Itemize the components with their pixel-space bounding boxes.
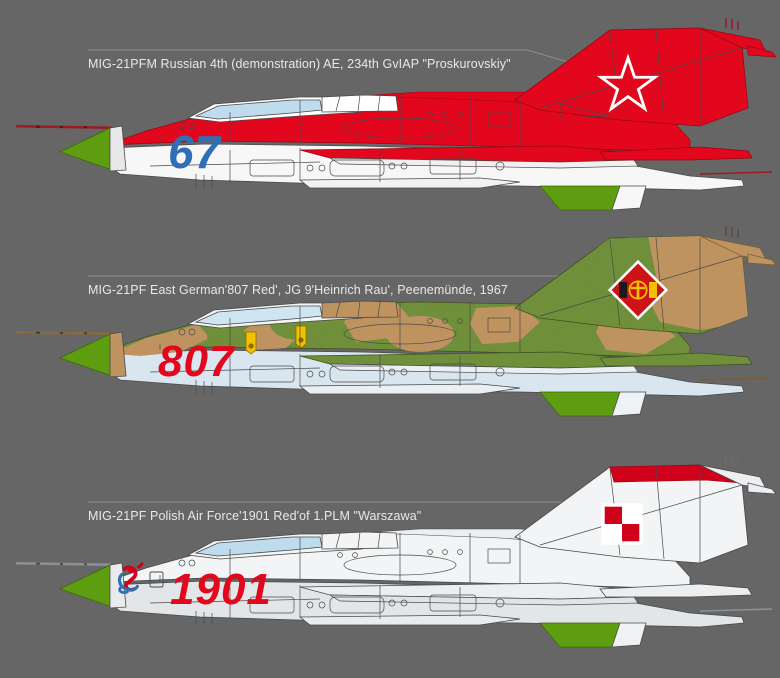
horizontal-stabilizer	[599, 352, 753, 367]
centerline-tank	[298, 614, 521, 626]
fin-antenna-blades	[725, 18, 739, 30]
caption-polish: MIG-21PF Polish Air Force'1901 Red'of 1.…	[88, 509, 422, 523]
radome-green	[58, 126, 113, 171]
pitot-tube	[16, 562, 112, 566]
ddr-diamond-insignia	[607, 259, 669, 321]
radome-green	[58, 563, 113, 608]
access-panel	[149, 571, 164, 588]
aircraft-profile-russian: 67 MIG-21PFM Russian 4th (demonstration)…	[0, 0, 780, 226]
warsaw-mermaid-badge	[117, 561, 144, 594]
fuselage-lower	[99, 580, 745, 628]
rescue-markers	[245, 325, 307, 355]
centerline-tank	[298, 177, 521, 189]
pitot-tube	[16, 125, 112, 129]
panel-lines-upper	[159, 96, 611, 147]
canopy-rear-fairing	[321, 94, 399, 113]
panel-lines-upper	[159, 533, 521, 584]
tail-rod	[699, 608, 773, 612]
canopy-rear-fairing	[321, 531, 399, 550]
pitot-tube	[16, 331, 112, 335]
wing-underside	[328, 363, 639, 375]
tail-rod	[699, 377, 773, 381]
panel-lines-lower	[149, 585, 505, 619]
aircraft-profile-east-german: 807 MIG-21PF East German'807 Red', JG 9'…	[0, 226, 780, 452]
aircraft-profile-polish: 1901 MIG-21PF Polish Air Force'1901 Red'…	[0, 452, 780, 678]
wing-underside	[328, 157, 639, 169]
fuselage-lower-white	[99, 143, 745, 191]
profile-drawing-russian: 67	[16, 18, 777, 211]
ventral-fin	[539, 185, 621, 211]
panel-lines-lower	[149, 148, 505, 182]
fuselage-lower-blue	[99, 349, 745, 397]
radome-green	[58, 332, 113, 377]
caption-east-german: MIG-21PF East German'807 Red', JG 9'Hein…	[88, 283, 508, 297]
ventral-fin-white	[611, 622, 647, 648]
polish-checkerboard-insignia	[601, 503, 643, 545]
ventral-fin	[539, 622, 621, 648]
caption-russian: MIG-21PFM Russian 4th (demonstration) AE…	[88, 57, 511, 71]
side-number-807: 807	[158, 337, 236, 386]
profile-drawing-east-german: 807	[16, 226, 777, 417]
side-number-1901: 1901	[170, 565, 272, 614]
ventral-fin-white	[611, 391, 647, 417]
profile-drawing-polish: 1901	[16, 455, 777, 648]
ventral-fin	[539, 391, 621, 417]
soviet-star-insignia	[596, 53, 660, 113]
intake-lip	[109, 331, 127, 378]
fin-antenna-blades	[725, 226, 739, 238]
panel-lines-lower	[149, 354, 505, 388]
panel-lines-upper	[159, 302, 521, 353]
antenna-bullet	[747, 482, 777, 495]
horizontal-stabilizer	[599, 583, 753, 598]
horizontal-stabilizer	[599, 146, 753, 161]
fin-antenna-blades	[725, 455, 739, 467]
wing-underside	[328, 594, 639, 606]
nose-landing-gear-bay	[195, 611, 213, 625]
centerline-tank	[298, 383, 521, 395]
nose-landing-gear-bay	[195, 380, 213, 394]
ventral-fin-white	[611, 185, 647, 211]
antenna-bullet	[747, 45, 777, 58]
tail-rod	[699, 171, 773, 175]
antenna-bullet	[747, 253, 777, 266]
intake-lip	[109, 125, 127, 172]
canopy-rear-fairing	[321, 300, 399, 319]
nose-landing-gear-bay	[195, 174, 213, 188]
side-number-67: 67	[168, 126, 223, 178]
